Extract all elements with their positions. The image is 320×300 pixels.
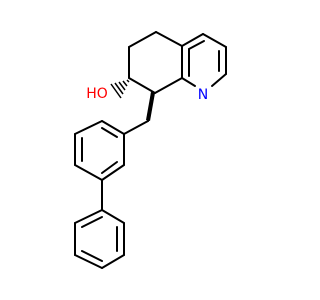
bond	[181, 77, 196, 87]
label-nitrogen: N	[196, 86, 211, 104]
bond	[128, 31, 157, 48]
bond	[74, 164, 103, 181]
bond	[101, 120, 125, 135]
bond	[188, 40, 205, 50]
bond	[81, 216, 103, 228]
bond	[202, 33, 227, 48]
oxygen-label: HO	[86, 86, 108, 102]
label-oxygen: HO	[84, 84, 110, 104]
bond	[101, 127, 118, 138]
bond	[101, 164, 125, 181]
wedge-bond	[146, 92, 155, 121]
bond	[123, 120, 149, 135]
bond	[101, 209, 125, 224]
bond-group	[74, 31, 227, 269]
molecule-canvas: HO N	[74, 31, 227, 269]
bond	[74, 254, 103, 269]
bond	[74, 120, 103, 135]
nitrogen-label: N	[198, 87, 208, 103]
bond	[101, 254, 125, 269]
bond	[74, 209, 103, 224]
bond	[81, 250, 103, 262]
bond	[211, 73, 227, 87]
bond	[128, 77, 156, 94]
bond	[181, 33, 204, 47]
bond	[155, 31, 183, 47]
bond	[154, 77, 183, 94]
hashed-wedge-bond	[110, 79, 130, 99]
molecule-structure: HO N	[74, 31, 227, 269]
bond	[101, 161, 118, 174]
